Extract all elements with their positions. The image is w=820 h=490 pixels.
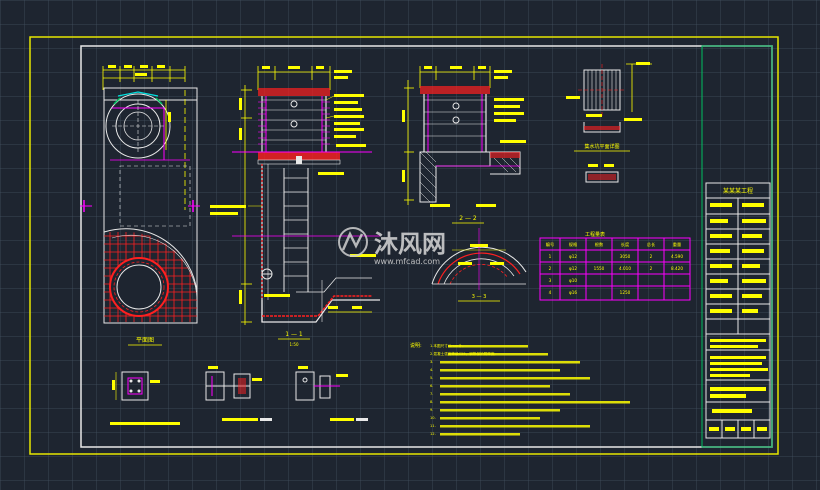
table-cell: φ16	[569, 290, 577, 295]
watermark-logo-icon	[338, 227, 368, 257]
table-cell: φ12	[569, 254, 577, 259]
note-line: 6.	[430, 384, 433, 388]
table-header-1: 规格	[569, 241, 578, 248]
table-header-2: 根数	[595, 241, 604, 248]
section-3-3-title: 3 — 3	[472, 294, 487, 300]
table-cell: φ12	[569, 266, 577, 271]
note-line: 1.本图尺寸以mm计。	[430, 343, 466, 348]
section-2-2: 2 — 2	[402, 66, 526, 224]
table-cell: 1550	[594, 266, 605, 271]
plan-view: 平面图	[80, 65, 200, 346]
detail-c	[295, 366, 368, 421]
note-line: 9.	[430, 408, 433, 412]
table-header-0: 编号	[546, 241, 554, 248]
note-line: 8.	[430, 400, 433, 404]
table-cell: 1250	[620, 290, 631, 295]
table-cell: 2	[549, 266, 552, 271]
table-cell: 3	[549, 278, 552, 283]
title-block: 某某某工程	[701, 45, 773, 448]
table-header-4: 总长	[647, 241, 656, 248]
section-1-1-title: 1 — 1	[285, 331, 303, 338]
table-cell: 4	[549, 290, 552, 295]
table-cell: 8.420	[671, 266, 683, 271]
quantity-table-title: 工程量表	[585, 231, 605, 238]
sump-detail: 集水坑平面详图	[566, 62, 652, 183]
table-cell: 4.010	[619, 266, 631, 271]
section-1-1: 1 — 1 1:50	[210, 66, 380, 347]
note-line: 5.	[430, 376, 433, 380]
note-line: 12.	[430, 432, 436, 436]
detail-a	[110, 371, 180, 425]
table-cell: 4.590	[671, 254, 683, 259]
section-2-2-title: 2 — 2	[459, 215, 477, 222]
note-line: 3.	[430, 360, 433, 364]
quantity-table: 工程量表 编号 规格 根数 长度 总长 重量 1 φ12 3050 2 4.59…	[539, 231, 691, 301]
plan-view-title: 平面图	[136, 337, 154, 344]
outer-frame	[29, 36, 779, 455]
table-header-3: 长度	[621, 241, 630, 248]
watermark-url: www.mfcad.com	[374, 257, 440, 266]
note-line: 10.	[430, 416, 436, 420]
detail-b	[205, 366, 272, 421]
table-cell: 2	[650, 254, 653, 259]
table-header-5: 重量	[673, 241, 681, 248]
watermark: 沐风网 www.mfcad.com	[338, 227, 446, 266]
table-cell: 3050	[620, 254, 631, 259]
table-cell: 2	[650, 266, 653, 271]
notes-heading: 说明:	[410, 342, 422, 349]
watermark-brand: 沐风网	[374, 230, 446, 258]
note-line: 7.	[430, 392, 433, 396]
section-1-1-scale: 1:50	[290, 342, 299, 347]
title-block-project: 某某某工程	[723, 187, 753, 195]
table-cell: 1	[549, 254, 552, 259]
section-3-3: 3 — 3	[431, 228, 527, 302]
note-line: 11.	[430, 424, 436, 428]
sump-detail-title: 集水坑平面详图	[584, 143, 619, 150]
notes-block: 说明: 1.本图尺寸以mm计。 2.混凝土强度等级C25，钢筋保护层厚度。 3.…	[410, 342, 630, 436]
table-cell: φ10	[569, 278, 577, 283]
note-line: 4.	[430, 368, 433, 372]
